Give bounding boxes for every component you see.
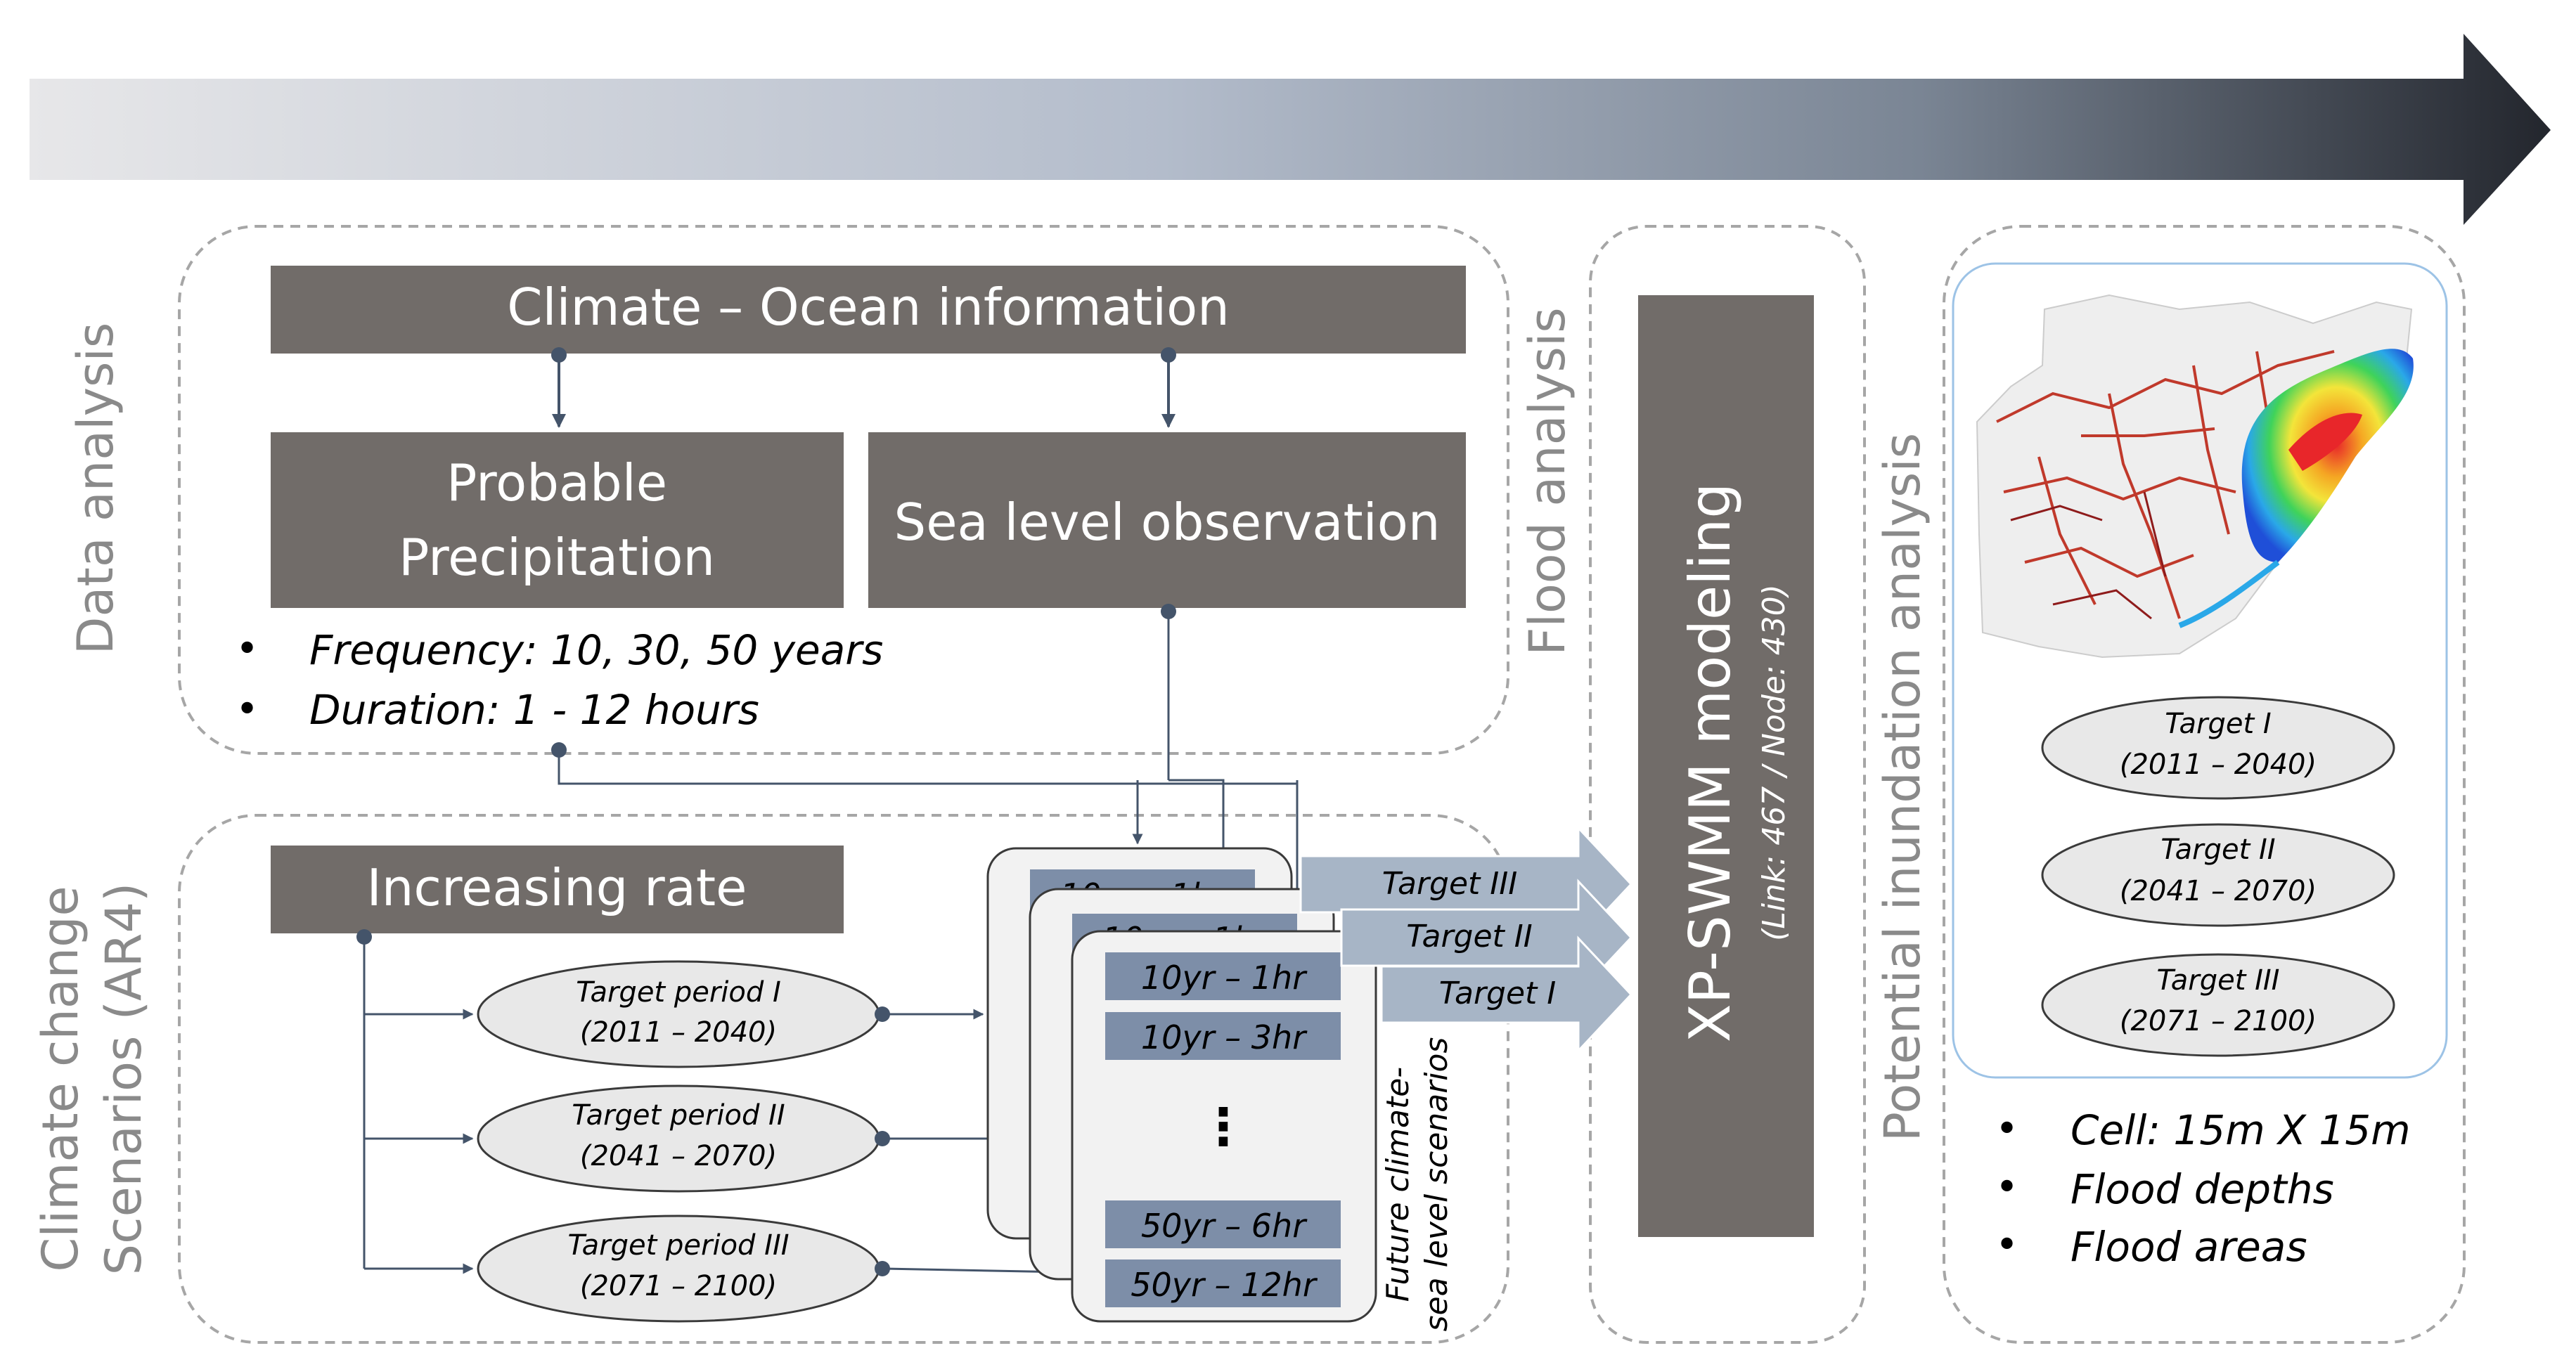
inundation-target-3-label: Target III: [2157, 964, 2280, 997]
xp-swmm-subtitle: (Link: 467 / Node: 430): [1756, 584, 1792, 941]
flood-inundation-map: [1976, 294, 2414, 659]
increasing-rate-label: Increasing rate: [367, 858, 747, 917]
duration-bullet: Duration: 1 - 12 hours: [309, 686, 759, 734]
bullet-symbol: •: [1995, 1222, 2018, 1268]
inundation-panel: [1943, 225, 2466, 1344]
target-3-arrow-label: Target III: [1382, 866, 1517, 902]
future-scenarios-label-2: sea level scenarios: [1419, 1037, 1455, 1332]
inundation-target-3-ellipse: [2041, 953, 2395, 1057]
flood-analysis-panel: [1589, 225, 1866, 1344]
workflow-direction-arrow: [30, 34, 2551, 225]
increasing-rate-box: [271, 846, 844, 933]
bullet-symbol: •: [1995, 1165, 2018, 1210]
target-period-3-label: Target period III: [567, 1229, 789, 1262]
inundation-target-2-range: (2041 – 2070): [2120, 875, 2317, 907]
target-period-1-range: (2011 – 2040): [580, 1016, 777, 1049]
flood-areas-bullet: Flood areas: [2071, 1223, 2307, 1271]
inundation-target-2-ellipse: [2041, 823, 2395, 927]
climate-ocean-box: [271, 266, 1466, 354]
scenario-row-label: 50yr – 6hr: [1141, 1207, 1308, 1245]
inundation-results-frame: [1952, 262, 2448, 1079]
phase-label-data-analysis: Data analysis: [67, 323, 124, 655]
sea-level-observation-label: Sea level observation: [894, 493, 1441, 552]
scenario-row-10yr-3hr: [1105, 1012, 1341, 1060]
cell-size-bullet: Cell: 15m X 15m: [2071, 1106, 2411, 1154]
inundation-target-1-ellipse: [2041, 696, 2395, 800]
phase-label-climate-change-1: Climate change: [32, 886, 89, 1271]
scenario-row-50yr-12hr: [1105, 1259, 1341, 1307]
xp-swmm-box: [1638, 295, 1814, 1237]
scenario-row-label: 10yr – 1hr: [1141, 959, 1308, 997]
phase-label-inundation: Potential inundation analysis: [1874, 433, 1931, 1142]
flood-depths-bullet: Flood depths: [2071, 1165, 2334, 1213]
xp-swmm-title: XP-SWMM modeling: [1677, 483, 1743, 1042]
target-period-2-label: Target period II: [572, 1099, 785, 1132]
inundation-target-3-range: (2071 – 2100): [2120, 1005, 2317, 1037]
phase-label-climate-change-2: Scenarios (AR4): [95, 883, 153, 1276]
target-2-arrow-label: Target II: [1406, 919, 1533, 954]
target-1-arrow: [1380, 935, 1633, 1054]
scenario-row-50yr-6hr: [1105, 1200, 1341, 1248]
scenario-row-label: 50yr – 12hr: [1131, 1266, 1318, 1304]
target-period-1-label: Target period I: [576, 976, 781, 1009]
bullet-symbol: •: [236, 687, 259, 732]
scenario-row-10yr-1hr: [1105, 952, 1341, 1000]
inundation-target-1-label: Target I: [2165, 708, 2271, 740]
probable-precipitation-box: [271, 432, 844, 608]
climate-ocean-label: Climate – Ocean information: [507, 278, 1230, 337]
probable-precipitation-label-1: Probable: [446, 453, 667, 512]
target-period-3-range: (2071 – 2100): [580, 1270, 777, 1302]
bullet-symbol: •: [236, 626, 259, 672]
future-scenarios-label-1: Future climate-: [1380, 1067, 1416, 1302]
phase-label-flood-analysis: Flood analysis: [1519, 307, 1576, 655]
bullet-symbol: •: [1995, 1106, 2018, 1152]
probable-precipitation-label-2: Precipitation: [399, 528, 715, 587]
frequency-bullet: Frequency: 10, 30, 50 years: [309, 626, 883, 674]
target-period-2-range: (2041 – 2070): [580, 1140, 777, 1172]
inundation-target-1-range: (2011 – 2040): [2120, 749, 2317, 781]
sea-level-observation-box: [868, 432, 1466, 608]
scenario-row-label: 10yr – 3hr: [1141, 1018, 1308, 1056]
scenario-ellipsis: ⋮: [1198, 1097, 1249, 1156]
inundation-target-2-label: Target II: [2160, 834, 2275, 866]
target-1-arrow-label: Target I: [1439, 976, 1557, 1011]
connector-line: [882, 1267, 1067, 1278]
